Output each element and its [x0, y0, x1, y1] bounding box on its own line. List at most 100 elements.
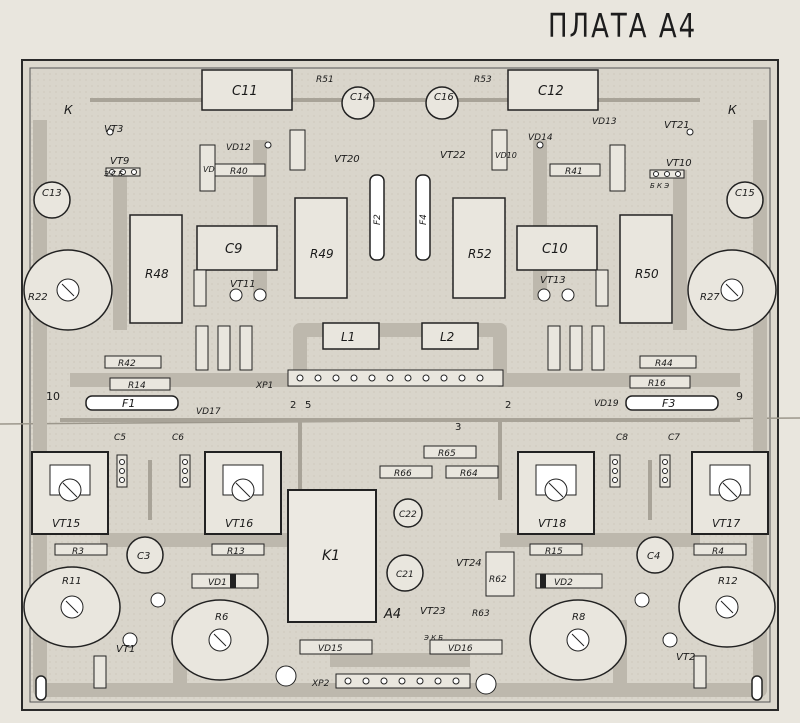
svg-text:R44: R44 [655, 359, 673, 369]
label-c5: C5 [114, 433, 126, 443]
svg-text:R41: R41 [565, 167, 583, 177]
capacitor-c11: C11 [201, 69, 293, 111]
svg-text:VD1: VD1 [203, 165, 220, 174]
svg-text:C9: C9 [225, 242, 242, 257]
resistor-r49: R52 [452, 197, 506, 299]
capacitor-c16: C16 [425, 86, 459, 120]
svg-text:L2: L2 [440, 330, 454, 344]
fuse-f2: F2 [369, 174, 385, 261]
label-vt24: VT24 [456, 558, 482, 569]
label-vt2: VT2 [676, 652, 695, 663]
transistor-plate-r11: R11 [23, 566, 121, 648]
diode-vd10: VD10 [491, 129, 517, 171]
svg-text:C12: C12 [538, 84, 564, 99]
label-vd13: VD13 [592, 117, 617, 127]
label-vt23: VT23 [420, 606, 446, 617]
svg-text:R65: R65 [438, 449, 456, 459]
svg-text:C10: C10 [542, 242, 568, 257]
capacitor-c9: C9 [196, 225, 278, 271]
resistor-r16: R16 [629, 375, 691, 389]
page-title: ПЛАТА А4 [548, 8, 698, 46]
svg-text:R40: R40 [230, 167, 248, 177]
transistor-plate-r21: R22 [23, 249, 113, 331]
label-r50: R53 [474, 75, 492, 85]
capacitor-c12: C12 [507, 69, 599, 111]
label-vt1: VT1 [116, 644, 135, 655]
svg-text:R8: R8 [572, 612, 585, 623]
resistor-r45: R48 [129, 214, 183, 324]
svg-text:R14: R14 [128, 381, 146, 391]
transistor-vt18: VT18 [517, 451, 595, 535]
svg-text:F3: F3 [662, 397, 675, 410]
resistor-r13: R13 [211, 543, 265, 557]
transistor-plate-r26: R27 [687, 249, 777, 331]
label-vt19: VT3 [104, 124, 123, 135]
svg-text:R13: R13 [227, 547, 245, 557]
label-vd12: VD12 [226, 143, 251, 153]
svg-text:VD16: VD16 [448, 644, 473, 654]
capacitor-c22: C22 [393, 498, 423, 528]
label-r48: R51 [316, 75, 334, 85]
svg-text:R49: R49 [310, 247, 334, 261]
fuse-f4: F4 [415, 174, 431, 261]
svg-text:VD2: VD2 [554, 578, 573, 588]
capacitor-c15: C15 [726, 181, 764, 219]
resistor-r46: R49 [294, 197, 348, 299]
capacitor-c14: C14 [341, 86, 375, 120]
label-vt20: VT20 [334, 154, 360, 165]
pin-k-label: К [728, 103, 737, 117]
svg-text:C11: C11 [232, 84, 258, 99]
inductor-l1: L1 [322, 322, 380, 350]
svg-text:VD15: VD15 [318, 644, 343, 654]
resistor-r15: R15 [529, 543, 583, 557]
svg-text:R12: R12 [718, 576, 738, 587]
diode-vd15: VD15 [299, 639, 373, 655]
board-label: А4 [383, 607, 401, 622]
resistor-r63: R64 [445, 465, 499, 479]
label-r60: R63 [472, 609, 490, 619]
svg-text:K1: K1 [322, 548, 340, 564]
svg-text:R62: R62 [489, 575, 507, 585]
transistor-plate-r12: R12 [678, 566, 776, 648]
svg-text:C21: C21 [396, 570, 414, 580]
svg-text:R48: R48 [145, 267, 169, 281]
svg-text:C3: C3 [137, 551, 150, 562]
label-pins-vt23: Э К Б [423, 634, 443, 642]
svg-text:R64: R64 [460, 469, 478, 479]
transistor-vt17: VT17 [691, 451, 769, 535]
connector-xp1: XP1 [255, 369, 504, 391]
resistor-r36: R41 [549, 163, 601, 177]
resistor-r59: R62 [485, 551, 515, 597]
svg-text:VD1: VD1 [208, 578, 227, 588]
relay-k1: K1 [287, 489, 377, 623]
svg-text:L1: L1 [341, 330, 355, 344]
resistor-r47: R50 [619, 214, 673, 324]
label-c6: C6 [172, 433, 184, 443]
pin-number-2b: 2 [505, 400, 511, 411]
label-pins-vt10: Б К Э [650, 182, 669, 190]
resistor-r37: R42 [104, 355, 162, 369]
svg-text:R6: R6 [215, 612, 228, 623]
diode-vd8 [289, 129, 306, 171]
fuse-f1: F1 [85, 395, 179, 411]
resistor-r4: R4 [693, 543, 747, 557]
pin-number-5: 5 [305, 400, 311, 411]
svg-text:C22: C22 [399, 510, 417, 520]
resistor-r3: R3 [54, 543, 108, 557]
capacitor-c13: C13 [33, 181, 71, 219]
resistor-r64: R65 [423, 445, 477, 459]
diode-vd1: VD1 [191, 573, 259, 589]
label-vt13: VT13 [540, 275, 566, 286]
svg-text:R52: R52 [468, 247, 492, 261]
connector-xp2: XP2 [311, 673, 471, 689]
svg-text:C4: C4 [647, 551, 660, 562]
pin-number-10: 10 [46, 390, 60, 403]
transistor-plate-r8: R8 [529, 599, 627, 681]
fuse-f3: F3 [625, 395, 719, 411]
resistor-r14: R14 [109, 377, 171, 391]
svg-text:F4: F4 [419, 214, 429, 225]
resistor-r35: R40 [214, 163, 266, 177]
label-vt22: VT22 [440, 150, 466, 161]
svg-text:C13: C13 [42, 188, 62, 199]
